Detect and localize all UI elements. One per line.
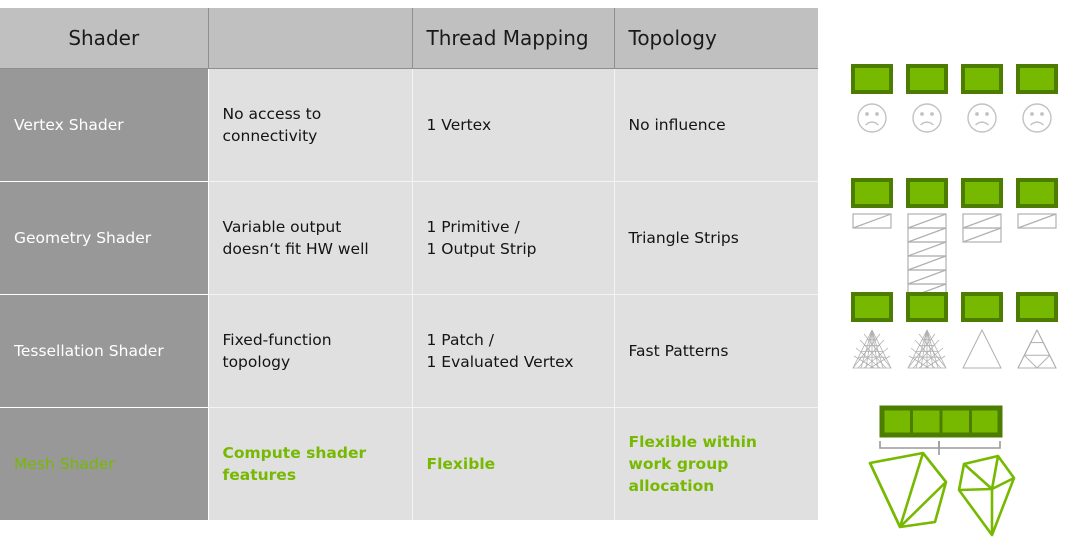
cell-description: No access to connectivity xyxy=(208,68,413,182)
column-header-description xyxy=(208,8,413,69)
mesh-wireframe-icon xyxy=(868,451,948,529)
cell-shader-name: Geometry Shader xyxy=(0,181,209,295)
shader-illustrations-panel xyxy=(828,0,1066,546)
mesh-wireframe-icon xyxy=(957,454,1016,537)
cell-description: Compute shader features xyxy=(208,407,413,520)
cell-thread-mapping: Flexible xyxy=(412,407,615,520)
table-row: Geometry Shader Variable output doesn‘t … xyxy=(0,181,818,295)
cell-shader-name: Vertex Shader xyxy=(0,68,209,182)
tessellated-triangle-icon xyxy=(962,328,1002,369)
shader-comparison-table: Shader Thread Mapping Topology Vertex Sh… xyxy=(0,8,818,520)
table-row: Mesh Shader Compute shader features Flex… xyxy=(0,407,818,520)
cell-description: Fixed-function topology xyxy=(208,294,413,408)
column-header-shader: Shader xyxy=(0,8,209,69)
thread-block-icon xyxy=(906,64,948,94)
sad-face-icon xyxy=(967,103,997,133)
sad-face-icon xyxy=(912,103,942,133)
sad-face-icon xyxy=(1022,103,1052,133)
cell-description: Variable output doesn‘t fit HW well xyxy=(208,181,413,295)
thread-block-icon xyxy=(961,178,1003,208)
cell-topology: Fast Patterns xyxy=(614,294,818,408)
triangle-strip-icon xyxy=(907,213,947,299)
triangle-strip-icon xyxy=(962,213,1002,243)
triangle-strip-icon xyxy=(1017,213,1057,229)
thread-block-icon xyxy=(851,64,893,94)
table-row: Vertex Shader No access to connectivity … xyxy=(0,68,818,182)
thread-block-icon xyxy=(1016,64,1058,94)
tessellated-triangle-icon xyxy=(1017,328,1057,369)
table-row: Tessellation Shader Fixed-function topol… xyxy=(0,294,818,408)
thread-block-icon xyxy=(851,178,893,208)
tessellated-triangle-icon xyxy=(852,329,892,369)
joined-thread-block-icon xyxy=(879,405,1003,438)
column-header-thread-mapping: Thread Mapping xyxy=(412,8,615,69)
cell-shader-name: Mesh Shader xyxy=(0,407,209,520)
cell-topology: Flexible within work group allocation xyxy=(614,407,818,520)
cell-shader-name: Tessellation Shader xyxy=(0,294,209,408)
column-header-topology: Topology xyxy=(614,8,818,69)
mesh-shader-illustration xyxy=(868,405,1016,537)
sad-face-icon xyxy=(857,103,887,133)
thread-block-icon xyxy=(906,178,948,208)
cell-thread-mapping: 1 Primitive /1 Output Strip xyxy=(412,181,615,295)
triangle-strip-icon xyxy=(852,213,892,229)
cell-topology: Triangle Strips xyxy=(614,181,818,295)
geometry-shader-illustration xyxy=(851,178,1058,299)
vertex-shader-illustration xyxy=(851,64,1058,133)
thread-block-icon xyxy=(961,292,1003,322)
thread-block-icon xyxy=(851,292,893,322)
thread-block-icon xyxy=(1016,178,1058,208)
group-brace-icon xyxy=(879,441,1001,455)
thread-block-icon xyxy=(906,292,948,322)
tessellation-shader-illustration xyxy=(851,292,1058,369)
thread-block-icon xyxy=(961,64,1003,94)
cell-topology: No influence xyxy=(614,68,818,182)
cell-thread-mapping: 1 Vertex xyxy=(412,68,615,182)
table-header-row: Shader Thread Mapping Topology xyxy=(0,8,818,69)
cell-thread-mapping: 1 Patch /1 Evaluated Vertex xyxy=(412,294,615,408)
tessellated-triangle-icon xyxy=(907,329,947,369)
thread-block-icon xyxy=(1016,292,1058,322)
